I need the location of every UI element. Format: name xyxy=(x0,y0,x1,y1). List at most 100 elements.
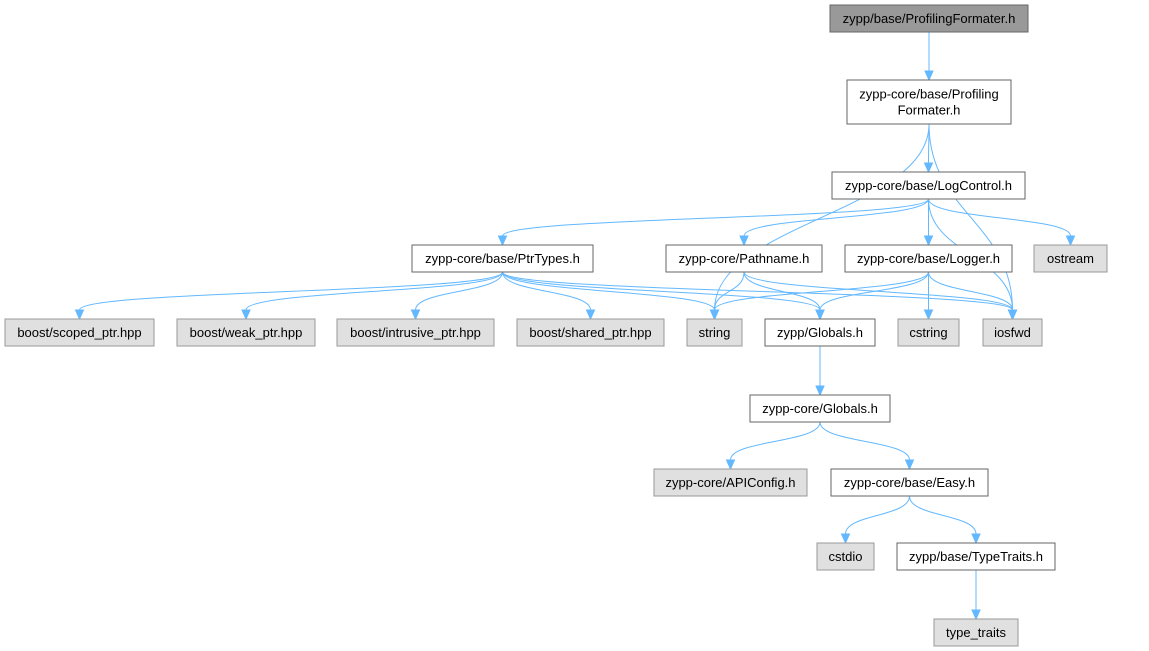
node-cstring: cstring xyxy=(897,318,960,347)
node-label: Formater.h xyxy=(898,103,961,118)
node-zypp-globals[interactable]: zypp/Globals.h xyxy=(764,318,876,347)
node-intrusive-ptr: boost/intrusive_ptr.hpp xyxy=(336,318,495,347)
node-ptr-types[interactable]: zypp-core/base/PtrTypes.h xyxy=(411,244,594,273)
edge-arrowhead xyxy=(74,309,85,321)
edge-line xyxy=(819,271,929,311)
node-box xyxy=(816,542,875,571)
edge-core_profiling_formater-to-iosfwd xyxy=(928,123,1018,321)
node-box xyxy=(336,318,495,347)
node-box xyxy=(176,318,316,347)
edge-arrowhead xyxy=(923,162,934,174)
edge-line xyxy=(502,198,929,237)
edge-logger-to-zypp_globals xyxy=(815,271,929,321)
edge-core_globals-to-easy xyxy=(819,421,915,471)
node-label: ostream xyxy=(1047,251,1094,266)
edge-arrowhead xyxy=(924,70,934,82)
edge-line xyxy=(743,271,1013,311)
node-box xyxy=(844,244,1013,273)
edge-line xyxy=(909,495,977,535)
edge-ptr_types-to-intrusive_ptr xyxy=(410,271,503,321)
node-label: zypp/Globals.h xyxy=(777,325,863,340)
edge-ptr_types-to-shared_ptr xyxy=(502,271,596,321)
node-ostream: ostream xyxy=(1033,244,1108,273)
node-logger[interactable]: zypp-core/base/Logger.h xyxy=(844,244,1013,273)
edge-arrowhead xyxy=(585,309,596,321)
edge-line xyxy=(743,271,821,311)
node-profiling-formater-root[interactable]: zypp/base/ProfilingFormater.h xyxy=(829,4,1029,33)
node-type-traits-h[interactable]: zypp/base/TypeTraits.h xyxy=(896,542,1056,571)
node-label: boost/weak_ptr.hpp xyxy=(190,325,303,340)
edge-ptr_types-to-string xyxy=(502,271,720,321)
node-label: zypp-core/base/Logger.h xyxy=(857,251,1000,266)
edge-arrowhead xyxy=(1065,235,1076,247)
edge-profiling_formater_root-to-core_profiling_formater xyxy=(924,32,934,82)
node-weak-ptr: boost/weak_ptr.hpp xyxy=(176,318,316,347)
node-easy[interactable]: zypp-core/base/Easy.h xyxy=(830,468,989,497)
edge-ptr_types-to-scoped_ptr xyxy=(74,271,503,321)
node-box xyxy=(749,394,891,423)
edge-logger-to-iosfwd xyxy=(928,271,1018,321)
node-box xyxy=(411,244,594,273)
node-box xyxy=(1033,244,1108,273)
node-box xyxy=(897,318,960,347)
edge-arrowhead xyxy=(904,459,915,471)
edge-line xyxy=(928,271,1013,311)
node-iosfwd: iosfwd xyxy=(982,318,1043,347)
edge-arrowhead xyxy=(1007,309,1018,321)
edge-line xyxy=(730,421,821,461)
node-box xyxy=(516,318,665,347)
edge-log_control-to-ostream xyxy=(928,198,1076,247)
edge-arrowhead xyxy=(840,533,851,545)
edge-arrowhead xyxy=(725,459,736,471)
node-label: iosfwd xyxy=(994,325,1031,340)
node-box xyxy=(982,318,1043,347)
node-label: zypp-core/APIConfig.h xyxy=(665,475,795,490)
node-pathname[interactable]: zypp-core/Pathname.h xyxy=(665,244,823,273)
node-label: zypp-core/base/Profiling xyxy=(859,87,998,102)
edge-arrowhead xyxy=(739,235,749,247)
node-label: zypp/base/TypeTraits.h xyxy=(909,549,1043,564)
edge-line xyxy=(502,271,715,311)
edge-logger-to-cstring xyxy=(923,272,934,321)
edge-arrowhead xyxy=(923,235,934,247)
node-core-profiling-formater[interactable]: zypp-core/base/ProfilingFormater.h xyxy=(846,79,1012,125)
edge-line xyxy=(928,198,1071,237)
node-label: cstring xyxy=(909,325,947,340)
node-log-control[interactable]: zypp-core/base/LogControl.h xyxy=(831,171,1026,200)
node-label: string xyxy=(699,325,731,340)
edge-line xyxy=(714,271,929,311)
edge-line xyxy=(502,271,1013,311)
node-box xyxy=(686,318,743,347)
node-label: zypp-core/Globals.h xyxy=(762,401,878,416)
edge-arrowhead xyxy=(709,309,720,321)
node-cstdio: cstdio xyxy=(816,542,875,571)
node-box xyxy=(933,618,1019,647)
node-box xyxy=(830,468,989,497)
edge-arrowhead xyxy=(497,235,508,247)
edge-line xyxy=(714,123,930,311)
edge-type_traits_h-to-type_traits xyxy=(971,570,981,621)
node-box xyxy=(896,542,1056,571)
node-box xyxy=(831,171,1026,200)
edge-arrowhead xyxy=(971,609,981,621)
node-core-globals[interactable]: zypp-core/Globals.h xyxy=(749,394,891,423)
edge-arrowhead xyxy=(241,309,251,321)
edge-line xyxy=(502,271,591,311)
edge-zypp_globals-to-core_globals xyxy=(815,346,825,397)
node-string: string xyxy=(686,318,743,347)
edge-core_globals-to-api_config xyxy=(725,421,821,471)
edge-log_control-to-pathname xyxy=(739,198,929,247)
node-scoped-ptr: boost/scoped_ptr.hpp xyxy=(4,318,155,347)
edge-line xyxy=(928,123,1013,311)
node-api-config: zypp-core/APIConfig.h xyxy=(653,468,808,497)
edge-logger-to-string xyxy=(709,271,929,321)
edge-arrowhead xyxy=(923,309,934,321)
edge-ptr_types-to-weak_ptr xyxy=(241,271,503,321)
node-label: zypp-core/base/Easy.h xyxy=(844,475,975,490)
edge-line xyxy=(819,421,910,461)
edge-arrowhead xyxy=(971,533,981,545)
node-box xyxy=(665,244,823,273)
node-label: zypp-core/base/PtrTypes.h xyxy=(425,251,580,266)
nodes-layer: zypp/base/ProfilingFormater.h zypp-core/b… xyxy=(4,4,1108,647)
